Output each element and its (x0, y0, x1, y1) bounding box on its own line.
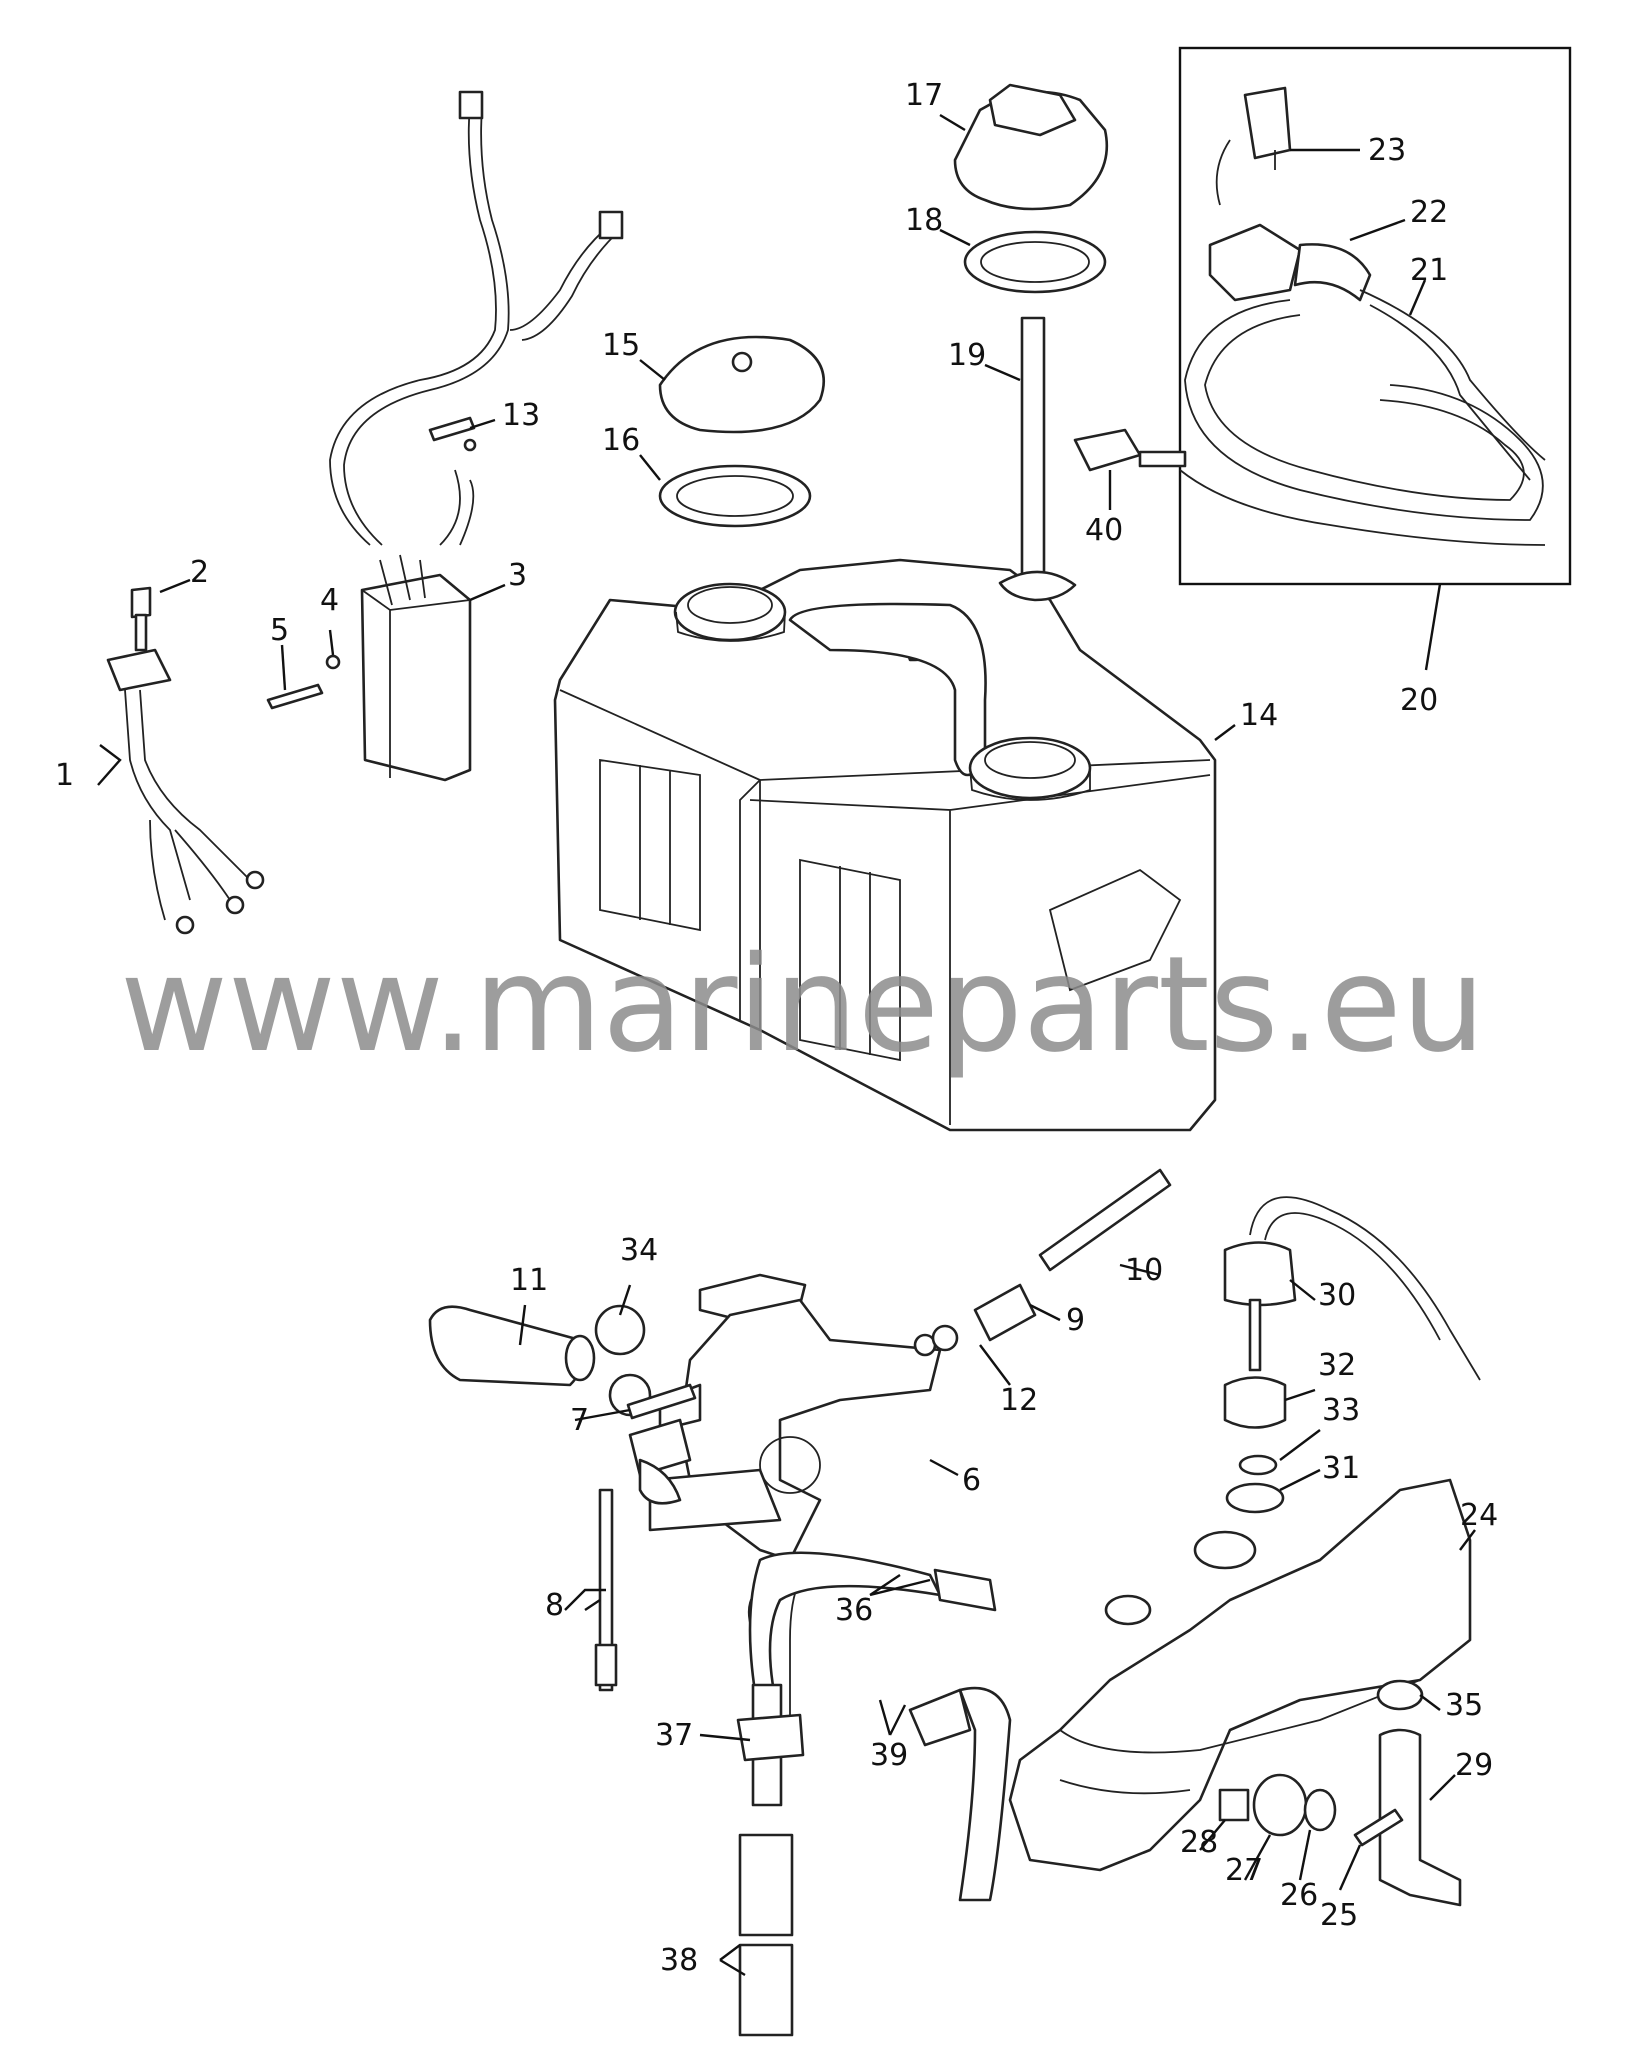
callout-4: 4 (320, 583, 339, 618)
inset-fuel-line-kit (1178, 46, 1572, 586)
callout-6: 6 (962, 1463, 981, 1498)
callout-2: 2 (190, 555, 209, 590)
oil-tank-assembly (1008, 1196, 1481, 1907)
callout-19: 19 (948, 338, 986, 373)
callout-35: 35 (1445, 1688, 1483, 1723)
callout-40: 40 (1085, 513, 1123, 548)
callout-16: 16 (602, 423, 640, 458)
callout-24: 24 (1460, 1498, 1498, 1533)
fuel-pump-assembly (428, 1168, 1172, 1562)
callout-22: 22 (1410, 195, 1448, 230)
callout-37: 37 (655, 1718, 693, 1753)
callout-18: 18 (905, 203, 943, 238)
callout-26: 26 (1280, 1878, 1318, 1913)
callout-33: 33 (1322, 1393, 1360, 1428)
hoses-and-fittings (594, 1488, 1012, 2037)
electrical-harness (106, 90, 624, 935)
callout-5: 5 (270, 613, 289, 648)
callout-21: 21 (1410, 253, 1448, 288)
callout-20: 20 (1400, 683, 1438, 718)
callout-38: 38 (660, 1943, 698, 1978)
callout-25: 25 (1320, 1898, 1358, 1933)
callout-14: 14 (1240, 698, 1278, 733)
callout-39: 39 (870, 1738, 908, 1773)
callout-11: 11 (510, 1263, 548, 1298)
callout-28: 28 (1180, 1825, 1218, 1860)
callout-3: 3 (508, 558, 527, 593)
callout-23: 23 (1368, 133, 1406, 168)
callout-27: 27 (1225, 1853, 1263, 1888)
callout-29: 29 (1455, 1748, 1493, 1783)
callout-34: 34 (620, 1233, 658, 1268)
callout-15: 15 (602, 328, 640, 363)
callout-32: 32 (1318, 1348, 1356, 1383)
watermark-text: www.marineparts.eu (120, 928, 1485, 1082)
leader-lines (97, 113, 1476, 1977)
callout-10: 10 (1125, 1253, 1163, 1288)
callout-1: 1 (55, 758, 74, 793)
callout-9: 9 (1066, 1303, 1085, 1338)
main-fuel-tank-assembly (553, 83, 1217, 1132)
callout-7: 7 (570, 1403, 589, 1438)
callout-13: 13 (502, 398, 540, 433)
callout-8: 8 (545, 1588, 564, 1623)
callout-30: 30 (1318, 1278, 1356, 1313)
callout-36: 36 (835, 1593, 873, 1628)
callout-17: 17 (905, 78, 943, 113)
callout-labels: 1 2 3 4 5 6 7 8 9 10 11 12 13 14 15 16 1… (55, 78, 1498, 1978)
callout-31: 31 (1322, 1451, 1360, 1486)
callout-12: 12 (1000, 1383, 1038, 1418)
